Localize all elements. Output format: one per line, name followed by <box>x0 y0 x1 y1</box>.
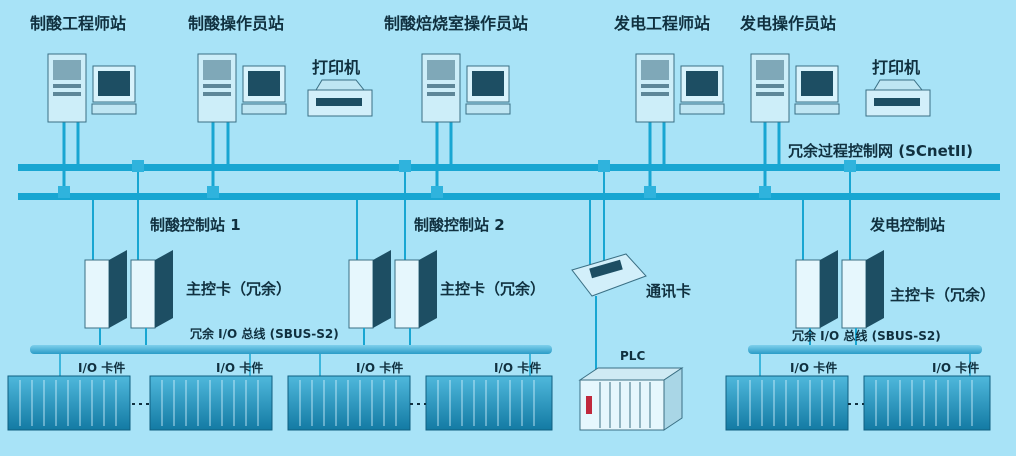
label-printer-2: 打印机 <box>872 58 921 77</box>
label-control-station-acid-1: 制酸控制站 1 <box>150 216 241 234</box>
workstation-power-engineer[interactable] <box>635 53 725 123</box>
network-line-b <box>18 193 1000 200</box>
station-drop-lines <box>62 120 781 197</box>
workstation-roast-operator[interactable] <box>421 53 511 123</box>
label-main-card-2: 主控卡（冗余） <box>440 280 546 298</box>
label-io-card-2: I/O 卡件 <box>216 361 264 375</box>
io-rack-6[interactable] <box>863 375 991 431</box>
label-printer-1: 打印机 <box>312 58 361 77</box>
io-bus-left <box>30 328 552 376</box>
controller-drop-lines <box>92 167 851 268</box>
io-rack-4[interactable] <box>425 375 553 431</box>
label-plc: PLC <box>620 349 646 363</box>
workstation-power-operator[interactable] <box>750 53 840 123</box>
printer-1[interactable] <box>307 79 373 117</box>
label-io-card-4: I/O 卡件 <box>494 361 542 375</box>
io-rack-5[interactable] <box>725 375 849 431</box>
label-io-card-3: I/O 卡件 <box>356 361 404 375</box>
label-main-card-1: 主控卡（冗余） <box>186 280 292 298</box>
label-power-engineer-station: 发电工程师站 <box>614 14 711 33</box>
io-rack-3[interactable] <box>287 375 411 431</box>
network-line-a <box>18 164 1000 171</box>
label-acid-engineer-station: 制酸工程师站 <box>30 14 127 33</box>
controller-pair-acid-1[interactable] <box>84 250 173 329</box>
label-roast-operator-station: 制酸焙烧室操作员站 <box>384 14 529 33</box>
plc-device[interactable] <box>578 367 684 431</box>
network-taps <box>58 160 856 198</box>
controller-pair-power[interactable] <box>795 250 884 329</box>
label-network: 冗余过程控制网 (SCnetII) <box>788 142 973 160</box>
workstation-acid-engineer[interactable] <box>47 53 137 123</box>
io-bus-right <box>748 328 982 376</box>
label-io-card-6: I/O 卡件 <box>932 361 980 375</box>
label-control-station-acid-2: 制酸控制站 2 <box>414 216 505 234</box>
label-io-card-1: I/O 卡件 <box>78 361 126 375</box>
io-rack-1[interactable] <box>7 375 131 431</box>
label-io-bus-left: 冗余 I/O 总线 (SBUS-S2) <box>190 327 339 341</box>
label-io-bus-right: 冗余 I/O 总线 (SBUS-S2) <box>792 329 941 343</box>
label-acid-operator-station: 制酸操作员站 <box>188 14 285 33</box>
io-rack-2[interactable] <box>149 375 273 431</box>
workstation-acid-operator[interactable] <box>197 53 287 123</box>
controller-pair-acid-2[interactable] <box>348 250 437 329</box>
label-main-card-3: 主控卡（冗余） <box>890 286 996 304</box>
label-comm-card: 通讯卡 <box>646 282 692 300</box>
printer-2[interactable] <box>865 79 931 117</box>
label-io-card-5: I/O 卡件 <box>790 361 838 375</box>
label-control-station-power: 发电控制站 <box>870 216 946 234</box>
redundant-network <box>18 164 1000 200</box>
label-power-operator-station: 发电操作员站 <box>740 14 837 33</box>
comm-card-device[interactable] <box>571 253 647 372</box>
